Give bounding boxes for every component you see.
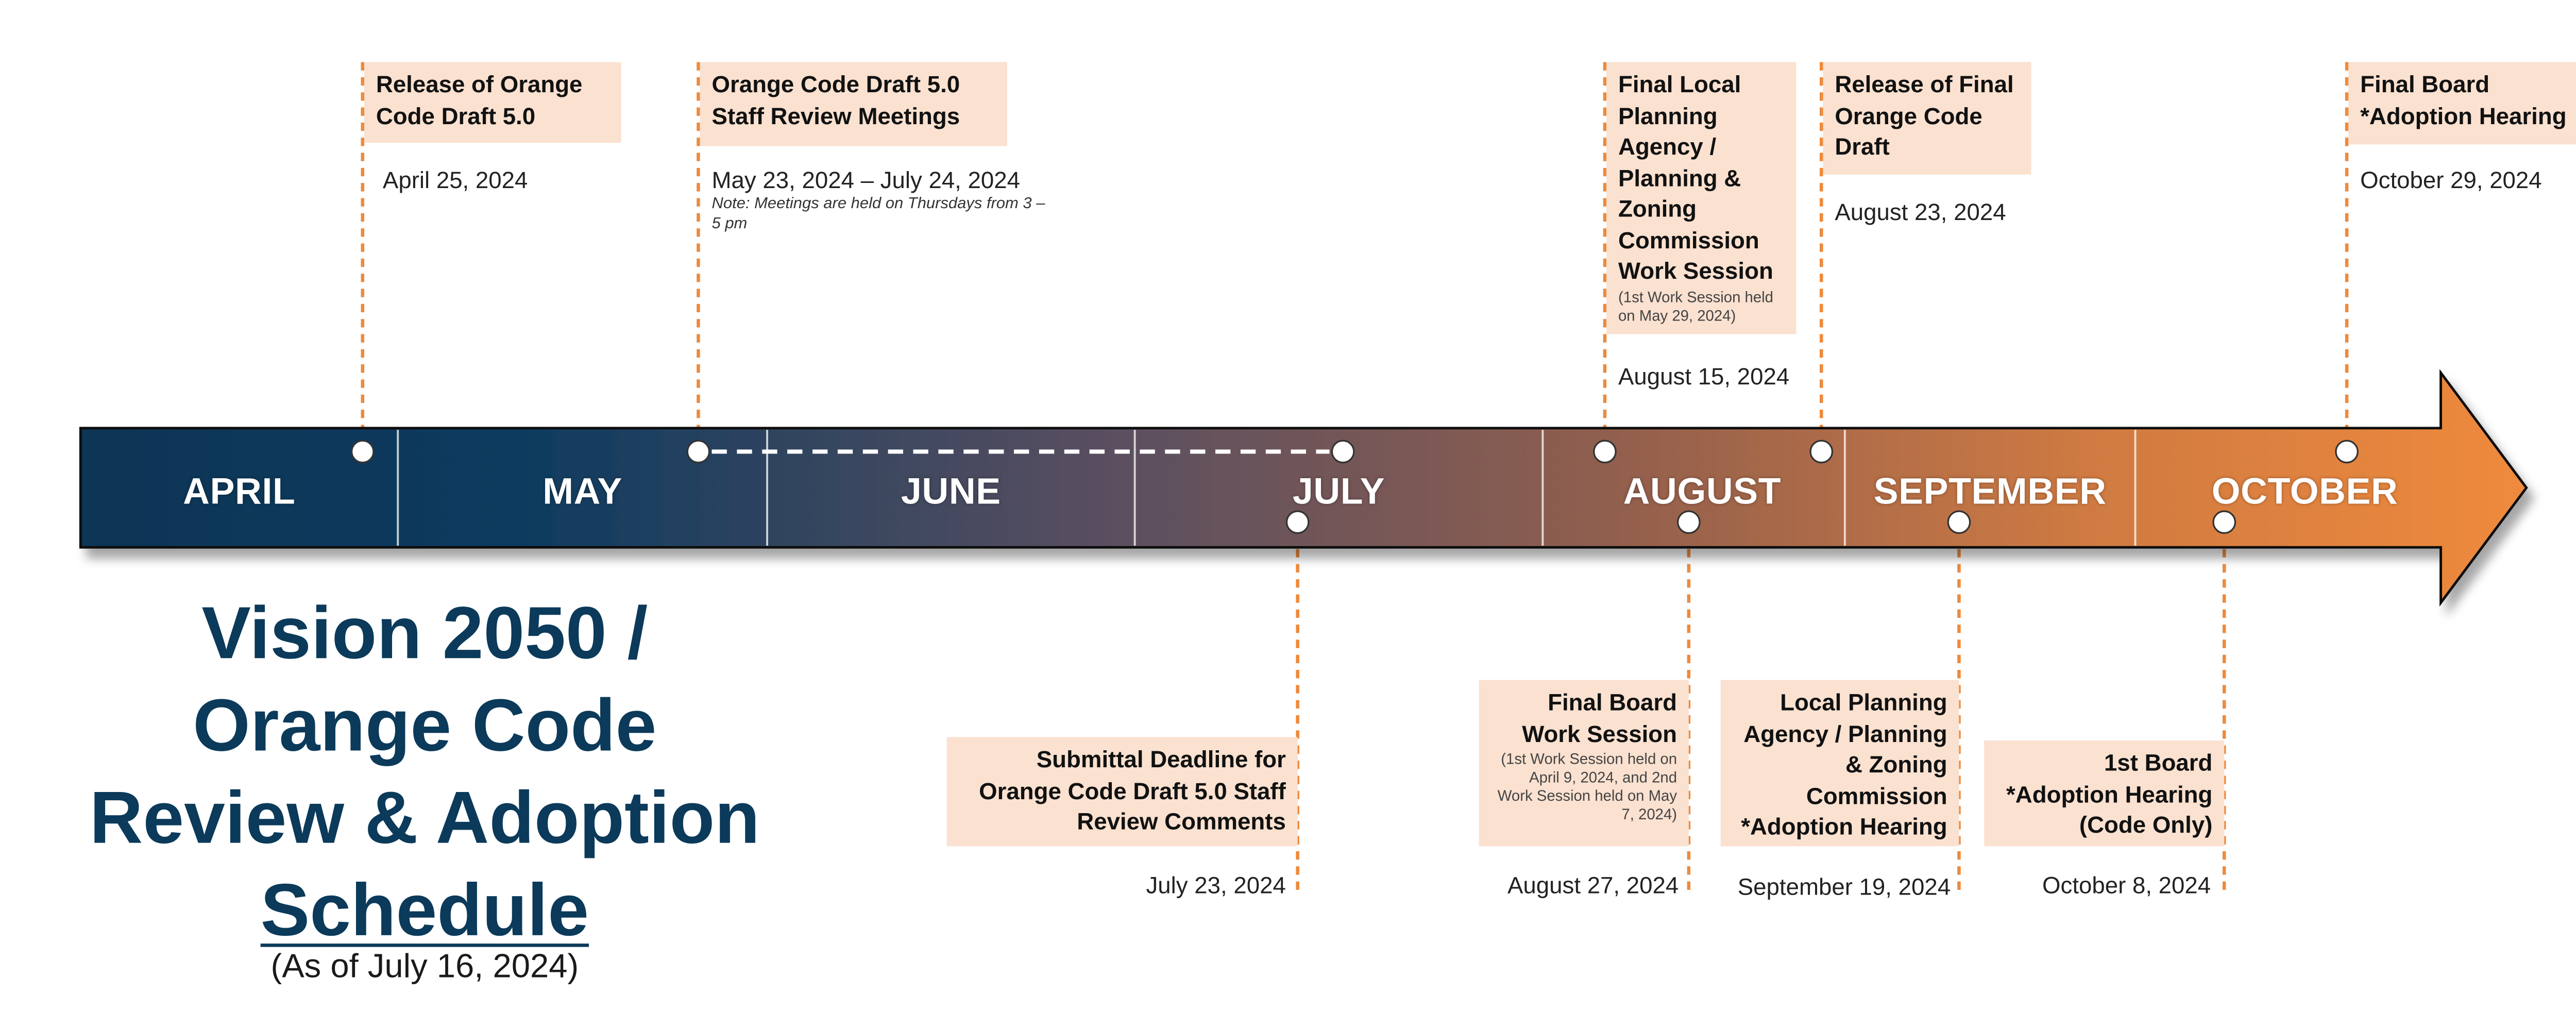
event-marker [1809, 440, 1834, 464]
month-label-september: SEPTEMBER [1873, 470, 2107, 512]
month-label-july: JULY [1292, 470, 1385, 512]
event-date: April 25, 2024 [382, 166, 528, 193]
event-markers [350, 440, 2359, 534]
event-date: October 8, 2024 [2042, 871, 2211, 899]
event-date: October 29, 2024 [2360, 166, 2542, 193]
event-note: (1st Work Session held on May 29, 2024) [1618, 288, 1773, 324]
event-label: Final Board *Adoption Hearing [2348, 62, 2576, 145]
event-marker [1331, 440, 1355, 464]
event-date: May 23, 2024 – July 24, 2024 [711, 166, 1021, 193]
event-marker [1593, 440, 1617, 464]
month-label-may: MAY [543, 470, 622, 512]
event-label: Submittal Deadline for Orange Code Draft… [946, 737, 1298, 847]
event-marker [1947, 510, 1971, 534]
event-date: August 23, 2024 [1835, 198, 2006, 225]
page-title: Vision 2050 / Orange Code Review & Adopt… [67, 587, 782, 957]
title-line: Orange Code [193, 685, 657, 768]
event-marker [2335, 440, 2359, 464]
event-note: (1st Work Session held on April 9, 2024,… [1497, 750, 1677, 823]
month-label-june: JUNE [901, 470, 1001, 512]
month-label-april: APRIL [183, 470, 296, 512]
event-box: Final Local Planning Agency / Planning &… [1606, 62, 1797, 334]
event-label: Final Local Planning Agency / Planning &… [1618, 70, 1773, 284]
month-dividers [397, 430, 2137, 546]
event-marker [1285, 510, 1310, 534]
event-label: Local Planning Agency / Planning & Zonin… [1720, 680, 1959, 847]
event-date: July 23, 2024 [1146, 871, 1286, 899]
event-label: Release of Orange Code Draft 5.0 [364, 62, 621, 143]
event-marker [686, 440, 710, 464]
event-marker [350, 440, 375, 464]
event-label: Orange Code Draft 5.0 Staff Review Meeti… [700, 62, 1007, 146]
title-line: Schedule [260, 869, 589, 952]
month-label-august: AUGUST [1623, 470, 1782, 512]
event-date: August 27, 2024 [1507, 871, 1679, 899]
event-marker [1677, 510, 1701, 534]
event-label: 1st Board *Adoption Hearing (Code Only) [1984, 740, 2225, 847]
event-note: Note: Meetings are held on Thursdays fro… [711, 194, 1045, 233]
event-label: Final Board Work Session [1522, 688, 1677, 747]
event-box: Final Board Work Session (1st Work Sessi… [1479, 680, 1689, 847]
event-date: September 19, 2024 [1737, 873, 1951, 900]
page-subtitle: (As of July 16, 2024) [270, 948, 579, 986]
title-line: Review & Adoption [89, 777, 760, 860]
title-line: Vision 2050 / [201, 593, 648, 675]
month-label-october: OCTOBER [2211, 470, 2398, 512]
event-marker [2212, 510, 2236, 534]
event-label: Release of Final Orange Code Draft [1823, 62, 2031, 175]
timeline-arrow [79, 368, 2528, 607]
event-date: August 15, 2024 [1618, 362, 1790, 390]
